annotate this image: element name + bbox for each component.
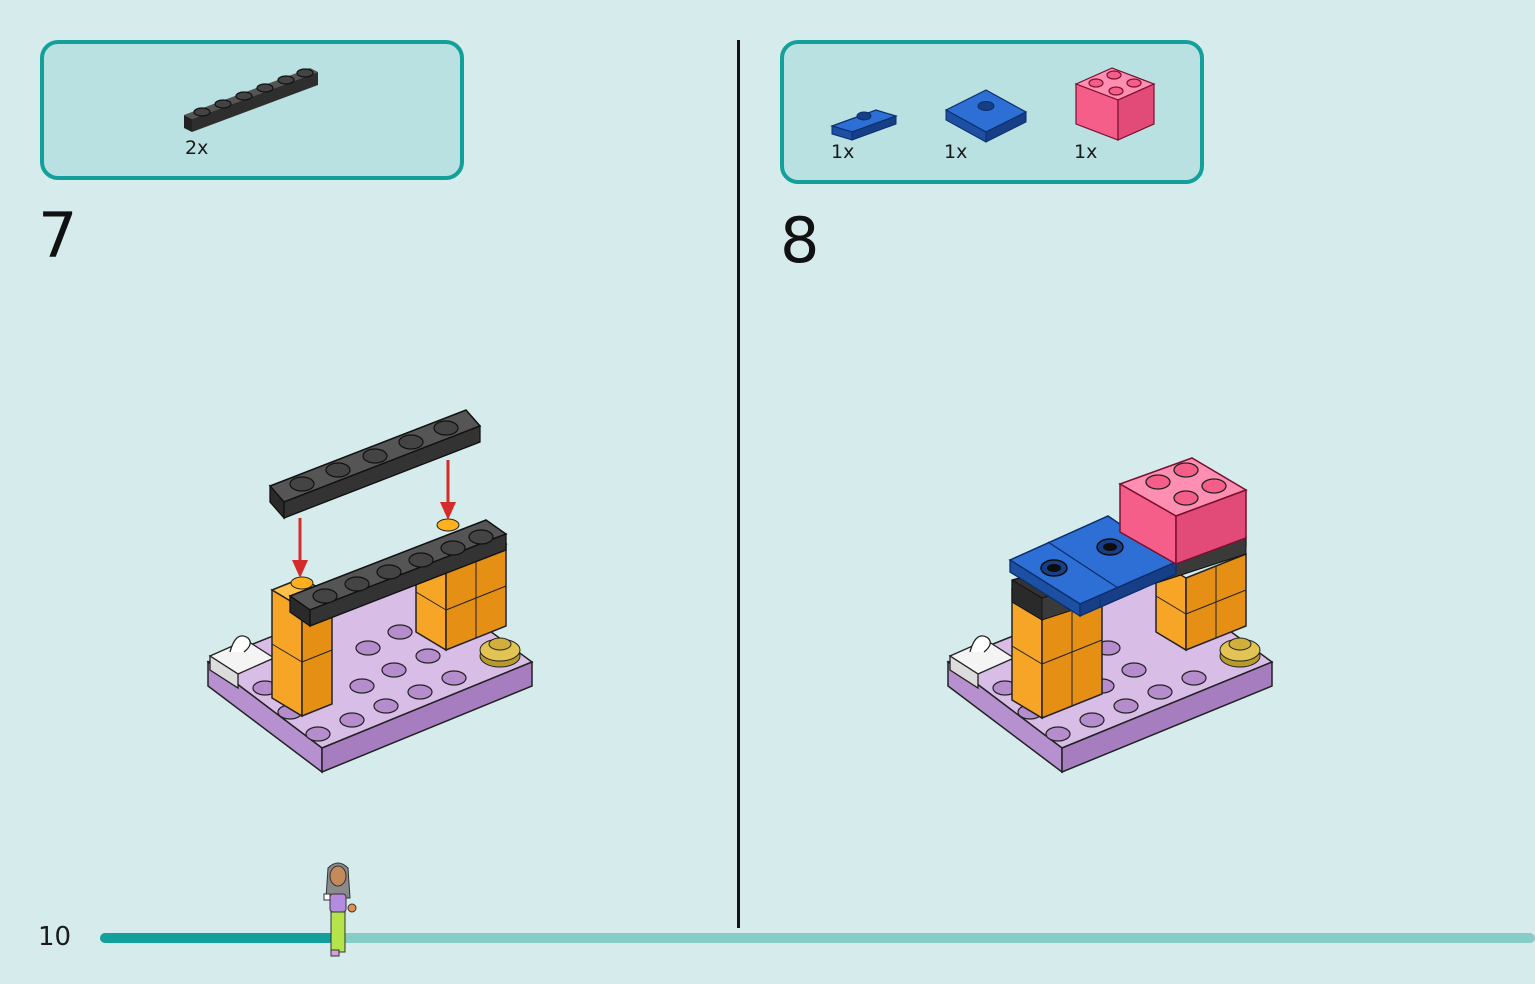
step7-model-illustration bbox=[206, 409, 534, 774]
minidoll-figure-icon bbox=[323, 862, 357, 957]
step8-model-illustration bbox=[946, 457, 1274, 774]
blue-2x2-plate-part-icon bbox=[944, 89, 1028, 143]
step-number-8: 8 bbox=[780, 204, 820, 277]
blue-1x2-plate-part-icon bbox=[830, 109, 898, 141]
pink-2x2-brick-part-icon bbox=[1074, 67, 1156, 141]
part-quantity: 1x bbox=[944, 141, 968, 163]
step-number-7: 7 bbox=[38, 199, 78, 272]
step8-parts-box: 1x 1x 1x bbox=[780, 40, 1204, 184]
part-quantity: 1x bbox=[831, 141, 855, 163]
build-progress-fill bbox=[100, 933, 337, 943]
page-divider bbox=[737, 40, 740, 928]
build-progress-bar bbox=[100, 933, 1535, 943]
page-number: 10 bbox=[38, 922, 72, 952]
step7-parts-box: 2x bbox=[40, 40, 464, 180]
part-quantity: 1x bbox=[1074, 141, 1098, 163]
part-quantity: 2x bbox=[185, 137, 209, 159]
black-plate-part-icon bbox=[184, 68, 318, 132]
